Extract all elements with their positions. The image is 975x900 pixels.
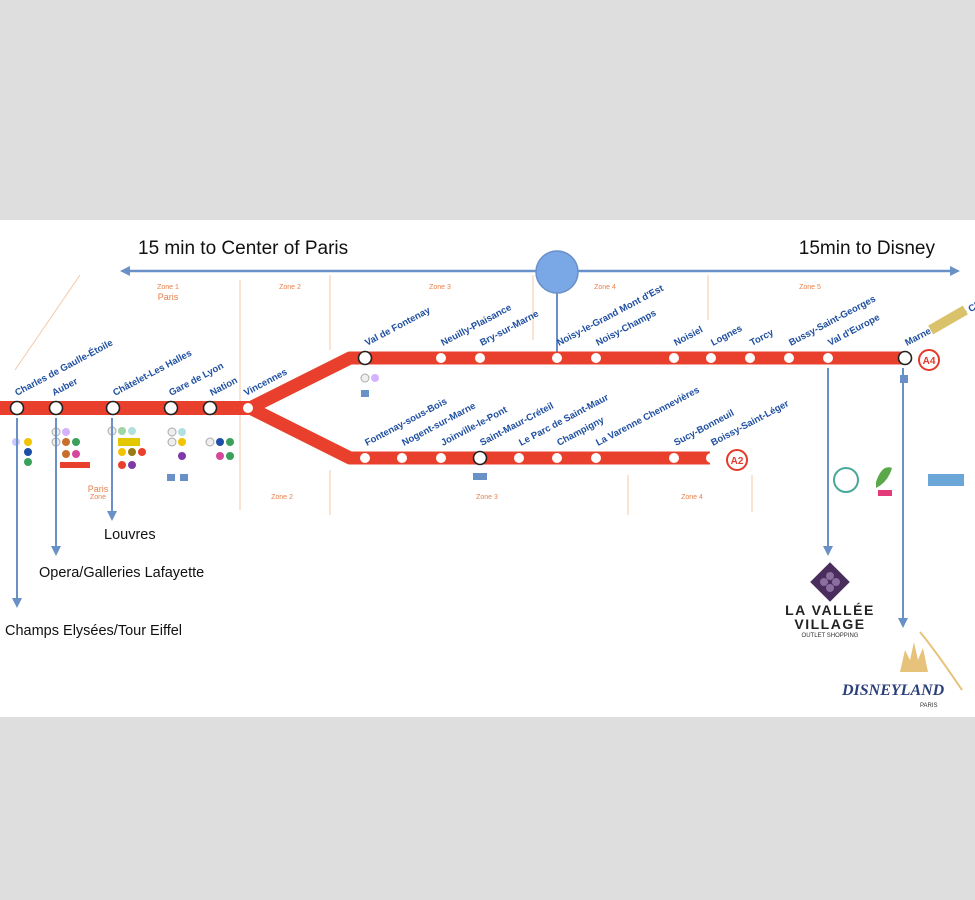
center-paris-label: 15 min to Center of Paris	[138, 238, 348, 259]
station-dot	[591, 453, 601, 463]
zone-label: Zone 3	[429, 284, 451, 291]
station-dot	[360, 453, 370, 463]
svg-text:DISNEYLAND: DISNEYLAND	[841, 682, 945, 699]
zone-label: Zone 4	[594, 284, 616, 291]
station-dot	[397, 453, 407, 463]
svg-text:OUTLET SHOPPING: OUTLET SHOPPING	[802, 633, 859, 639]
disney-time-label: 15min to Disney	[799, 238, 936, 259]
svg-text:A4: A4	[923, 356, 936, 367]
destination-opera: Opera/Galleries Lafayette	[39, 565, 204, 581]
zone-label: Zone 4	[681, 494, 703, 501]
metro-connection-icons	[12, 305, 968, 496]
station-dot	[163, 400, 179, 416]
la-vallee-village-logo: LA VALLÉE VILLAGE OUTLET SHOPPING	[785, 562, 875, 639]
zone-label: Zone 5	[799, 284, 821, 291]
svg-text:LA VALLÉE: LA VALLÉE	[785, 602, 875, 618]
station-dot	[745, 353, 755, 363]
station-dot	[591, 353, 601, 363]
station-label: Nation	[208, 375, 239, 399]
zone-label: Zone 1	[157, 284, 179, 291]
station-dot	[357, 350, 373, 366]
station-dot	[202, 400, 218, 416]
disneyland-paris-logo: DISNEYLAND PARIS	[841, 631, 963, 709]
zone-label: Zone 3	[476, 494, 498, 501]
zone-dividers	[14, 274, 753, 515]
destination-champs-elysees: Champs Elysées/Tour Eiffel	[5, 623, 182, 639]
station-dot	[706, 353, 716, 363]
station-dot	[436, 453, 446, 463]
station-dots	[9, 350, 913, 466]
station-dot	[105, 400, 121, 416]
station-label: Lognes	[709, 323, 744, 349]
zone-labels: Zone 1 Paris Zone 2 Zone 3 Zone 4 Zone 5…	[88, 284, 821, 501]
zone-label: Zone 2	[279, 284, 301, 291]
station-dot	[436, 353, 446, 363]
station-label: Val de Fontenay	[363, 305, 433, 349]
station-dot	[514, 453, 524, 463]
station-dot	[48, 400, 64, 416]
station-dot	[552, 353, 562, 363]
destination-louvres: Louvres	[104, 527, 156, 543]
station-dot	[669, 353, 679, 363]
zone-label: Paris	[88, 484, 109, 494]
destination-arrows	[12, 368, 908, 628]
svg-text:PARIS: PARIS	[920, 703, 938, 709]
station-dot	[823, 353, 833, 363]
rer-a-map-panel: Zone 1 Paris Zone 2 Zone 3 Zone 4 Zone 5…	[0, 220, 975, 717]
zone-label: Zone 2	[271, 494, 293, 501]
svg-text:VILLAGE: VILLAGE	[794, 616, 865, 632]
svg-text:A2: A2	[731, 456, 744, 467]
station-dot	[897, 350, 913, 366]
zone-label: Paris	[158, 292, 179, 302]
rer-map: Zone 1 Paris Zone 2 Zone 3 Zone 4 Zone 5…	[0, 238, 975, 709]
station-label: Sucy-Bonneuil	[672, 408, 736, 449]
hub-marker	[535, 250, 579, 294]
line-badge-a4: A4	[918, 349, 940, 371]
station-dot	[475, 353, 485, 363]
station-dot	[552, 453, 562, 463]
station-label: Torcy	[748, 327, 776, 349]
station-dot	[243, 403, 253, 413]
station-dot	[9, 400, 25, 416]
station-dot	[706, 453, 716, 463]
zone-label: Zone	[90, 494, 106, 501]
line-badge-a2: A2	[726, 449, 748, 471]
station-label: Noisiel	[672, 324, 705, 348]
station-dot	[669, 453, 679, 463]
station-dot	[472, 450, 488, 466]
station-dot	[784, 353, 794, 363]
station-label: Marne-la-Vallée Chessy	[903, 289, 975, 349]
